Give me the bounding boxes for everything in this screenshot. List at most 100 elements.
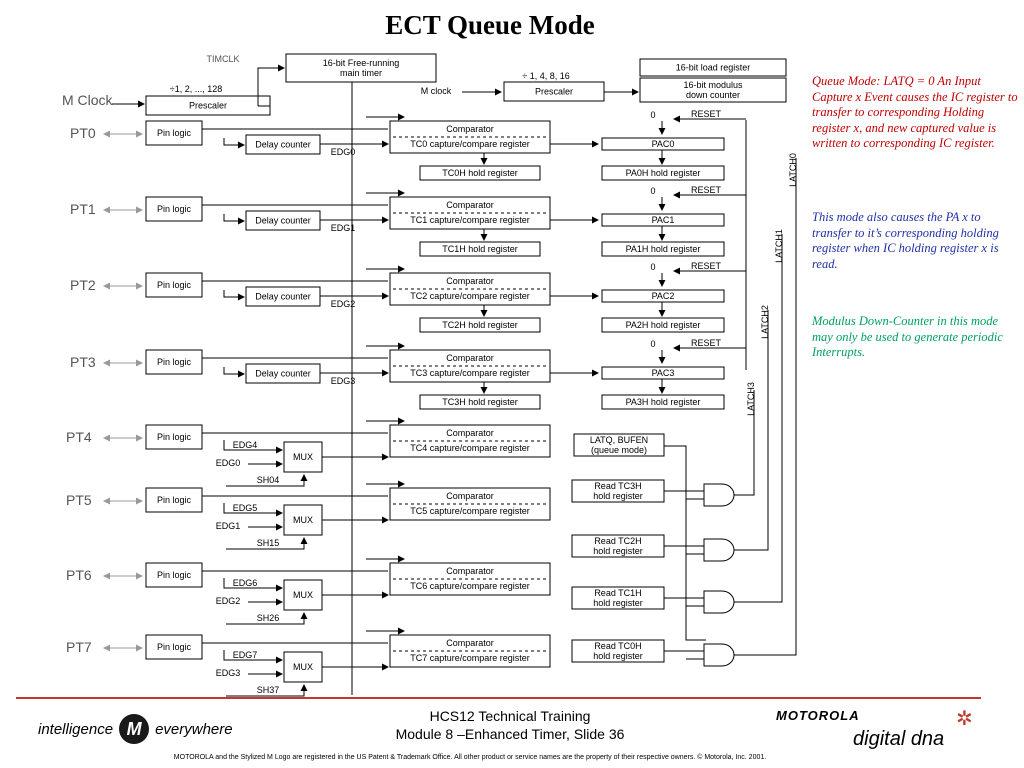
pin-logic-5 — [145, 487, 203, 513]
gate-out — [734, 158, 797, 656]
pac-3 — [601, 366, 725, 380]
comparator-label: Comparator — [446, 276, 494, 286]
free-running-timer-label: 16-bit Free-running — [323, 58, 400, 68]
latq-box-label: (queue mode) — [591, 445, 647, 455]
load-register — [639, 58, 787, 77]
read-box-2-label: hold register — [593, 598, 643, 608]
mux-4 — [283, 441, 323, 473]
capture-block-3 — [389, 349, 551, 383]
free-running-timer-label: main timer — [340, 68, 382, 78]
modulus-counter-label: 16-bit modulus — [683, 80, 743, 90]
reset-label: RESET — [691, 185, 722, 195]
read-box-3-label: Read TC0H — [594, 641, 641, 651]
note-modulus-counter: Modulus Down-Counter in this mode may on… — [812, 314, 1003, 359]
prescale-ratio-label: ÷1, 2, ..., 128 — [170, 84, 222, 94]
capture-block-0 — [389, 120, 551, 154]
hold-register-2-label: TC2H hold register — [442, 320, 518, 330]
footer-module: Module 8 –Enhanced Timer, Slide 36 — [395, 726, 625, 742]
connector — [226, 474, 308, 487]
latq-box-label: LATQ, BUFEN — [590, 435, 648, 445]
pin-logic-4 — [145, 424, 203, 450]
comparator-label: Comparator — [446, 638, 494, 648]
edg-label-3: EDG3 — [331, 376, 356, 386]
hold-register-1 — [419, 241, 541, 257]
edg-label: EDG3 — [216, 668, 241, 678]
connector — [223, 503, 283, 517]
comparator-label: Comparator — [446, 428, 494, 438]
connector — [223, 214, 245, 225]
capture-label-0: TC0 capture/compare register — [410, 139, 530, 149]
edg-label-2: EDG2 — [331, 299, 356, 309]
pin-label-pt7: PT7 — [66, 639, 92, 655]
and-gate-1 — [703, 538, 735, 562]
edg-label: EDG2 — [216, 596, 241, 606]
latq-bus — [664, 445, 706, 641]
latch-label-3: LATCH3 — [746, 382, 756, 416]
mux-5-label: MUX — [293, 515, 313, 525]
comparator-label: Comparator — [446, 491, 494, 501]
reset-label: RESET — [691, 338, 722, 348]
capture-block-6 — [389, 562, 551, 596]
and-gate-3 — [703, 643, 735, 667]
mux-5 — [283, 504, 323, 536]
mux-7-label: MUX — [293, 662, 313, 672]
pa-hold-register-1 — [601, 241, 725, 257]
connector — [223, 367, 245, 378]
sh-label: SH37 — [257, 685, 280, 695]
tagline-left-text: intelligence — [38, 720, 114, 738]
connector — [226, 537, 308, 550]
capture-label-1: TC1 capture/compare register — [410, 215, 530, 225]
latch-label-0: LATCH0 — [788, 153, 798, 187]
connector — [223, 440, 283, 454]
pac-2 — [601, 289, 725, 303]
mux-6-label: MUX — [293, 590, 313, 600]
hold-register-3-label: TC3H hold register — [442, 397, 518, 407]
hold-register-2 — [419, 317, 541, 333]
mclock-label: M Clock — [62, 92, 114, 108]
pin-logic-0-label: Pin logic — [157, 128, 192, 138]
hold-register-1-label: TC1H hold register — [442, 244, 518, 254]
sh-label: SH15 — [257, 538, 280, 548]
capture-label-4: TC4 capture/compare register — [410, 443, 530, 453]
pin-label-pt5: PT5 — [66, 492, 92, 508]
capture-label-7: TC7 capture/compare register — [410, 653, 530, 663]
prescale-ratio-2-label: ÷ 1, 4, 8, 16 — [522, 71, 569, 81]
load-register-label: 16-bit load register — [676, 63, 751, 73]
timclk-label: TIMCLK — [206, 54, 239, 64]
pin-logic-0 — [145, 120, 203, 146]
pin-label-pt0: PT0 — [70, 125, 96, 141]
read-box-3-label: hold register — [593, 651, 643, 661]
zero-label: 0 — [650, 339, 655, 349]
pin-logic-5-label: Pin logic — [157, 495, 192, 505]
read-box-1-label: Read TC2H — [594, 536, 641, 546]
prescaler-1-label: Prescaler — [189, 101, 227, 111]
pin-logic-4-label: Pin logic — [157, 432, 192, 442]
pin-label-pt3: PT3 — [70, 354, 96, 370]
timclk-connector — [257, 64, 285, 106]
edg-label: EDG5 — [233, 503, 258, 513]
pin-label-pt1: PT1 — [70, 201, 96, 217]
latq-box — [573, 433, 665, 457]
delay-counter-1-label: Delay counter — [255, 216, 311, 226]
edg-label: EDG1 — [216, 521, 241, 531]
reset-label: RESET — [691, 109, 722, 119]
sh-label: SH26 — [257, 613, 280, 623]
capture-block-5 — [389, 487, 551, 521]
connector — [223, 290, 245, 301]
edg-label: EDG4 — [233, 440, 258, 450]
gate-out — [734, 234, 783, 603]
edg-label: EDG6 — [233, 578, 258, 588]
comparator-label: Comparator — [446, 353, 494, 363]
read-box-1-label: hold register — [593, 546, 643, 556]
pa-hold-register-1-label: PA1H hold register — [626, 244, 701, 254]
capture-label-2: TC2 capture/compare register — [410, 291, 530, 301]
latch-label-2: LATCH2 — [760, 305, 770, 339]
zero-label: 0 — [650, 262, 655, 272]
pac-1 — [601, 213, 725, 227]
pin-label-pt4: PT4 — [66, 429, 92, 445]
comparator-label: Comparator — [446, 124, 494, 134]
tagline: intelligence M everywhere — [38, 714, 233, 744]
delay-counter-2-label: Delay counter — [255, 292, 311, 302]
footer-course-info: HCS12 Technical Training Module 8 –Enhan… — [330, 707, 690, 743]
